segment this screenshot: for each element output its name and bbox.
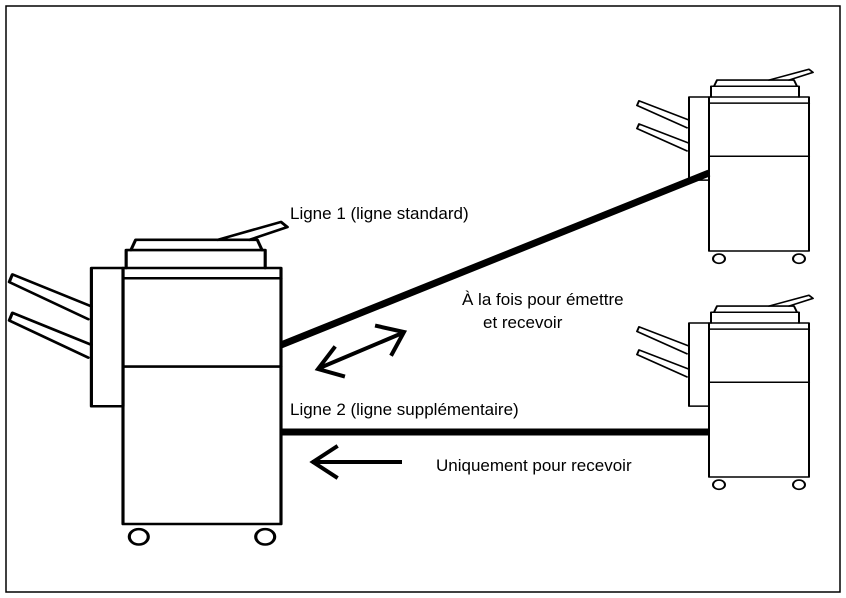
diagram-frame [5,5,841,593]
receive-only-label: Uniquement pour recevoir [436,456,632,475]
receive-arrow-icon [309,444,402,480]
line-1-label: Ligne 1 (ligne standard) [290,204,469,223]
remote-fax-device-bottom [636,294,814,491]
send-receive-label-second-line: et recevoir [483,313,563,332]
line-1-connection [279,169,711,349]
remote-fax-device-top [636,68,814,265]
main-multifunction-printer [7,220,289,547]
line-2-label: Ligne 2 (ligne supplémentaire) [290,400,519,419]
send-receive-label: À la fois pour émettre [462,290,624,309]
bidirectional-arrow-icon [314,323,408,379]
